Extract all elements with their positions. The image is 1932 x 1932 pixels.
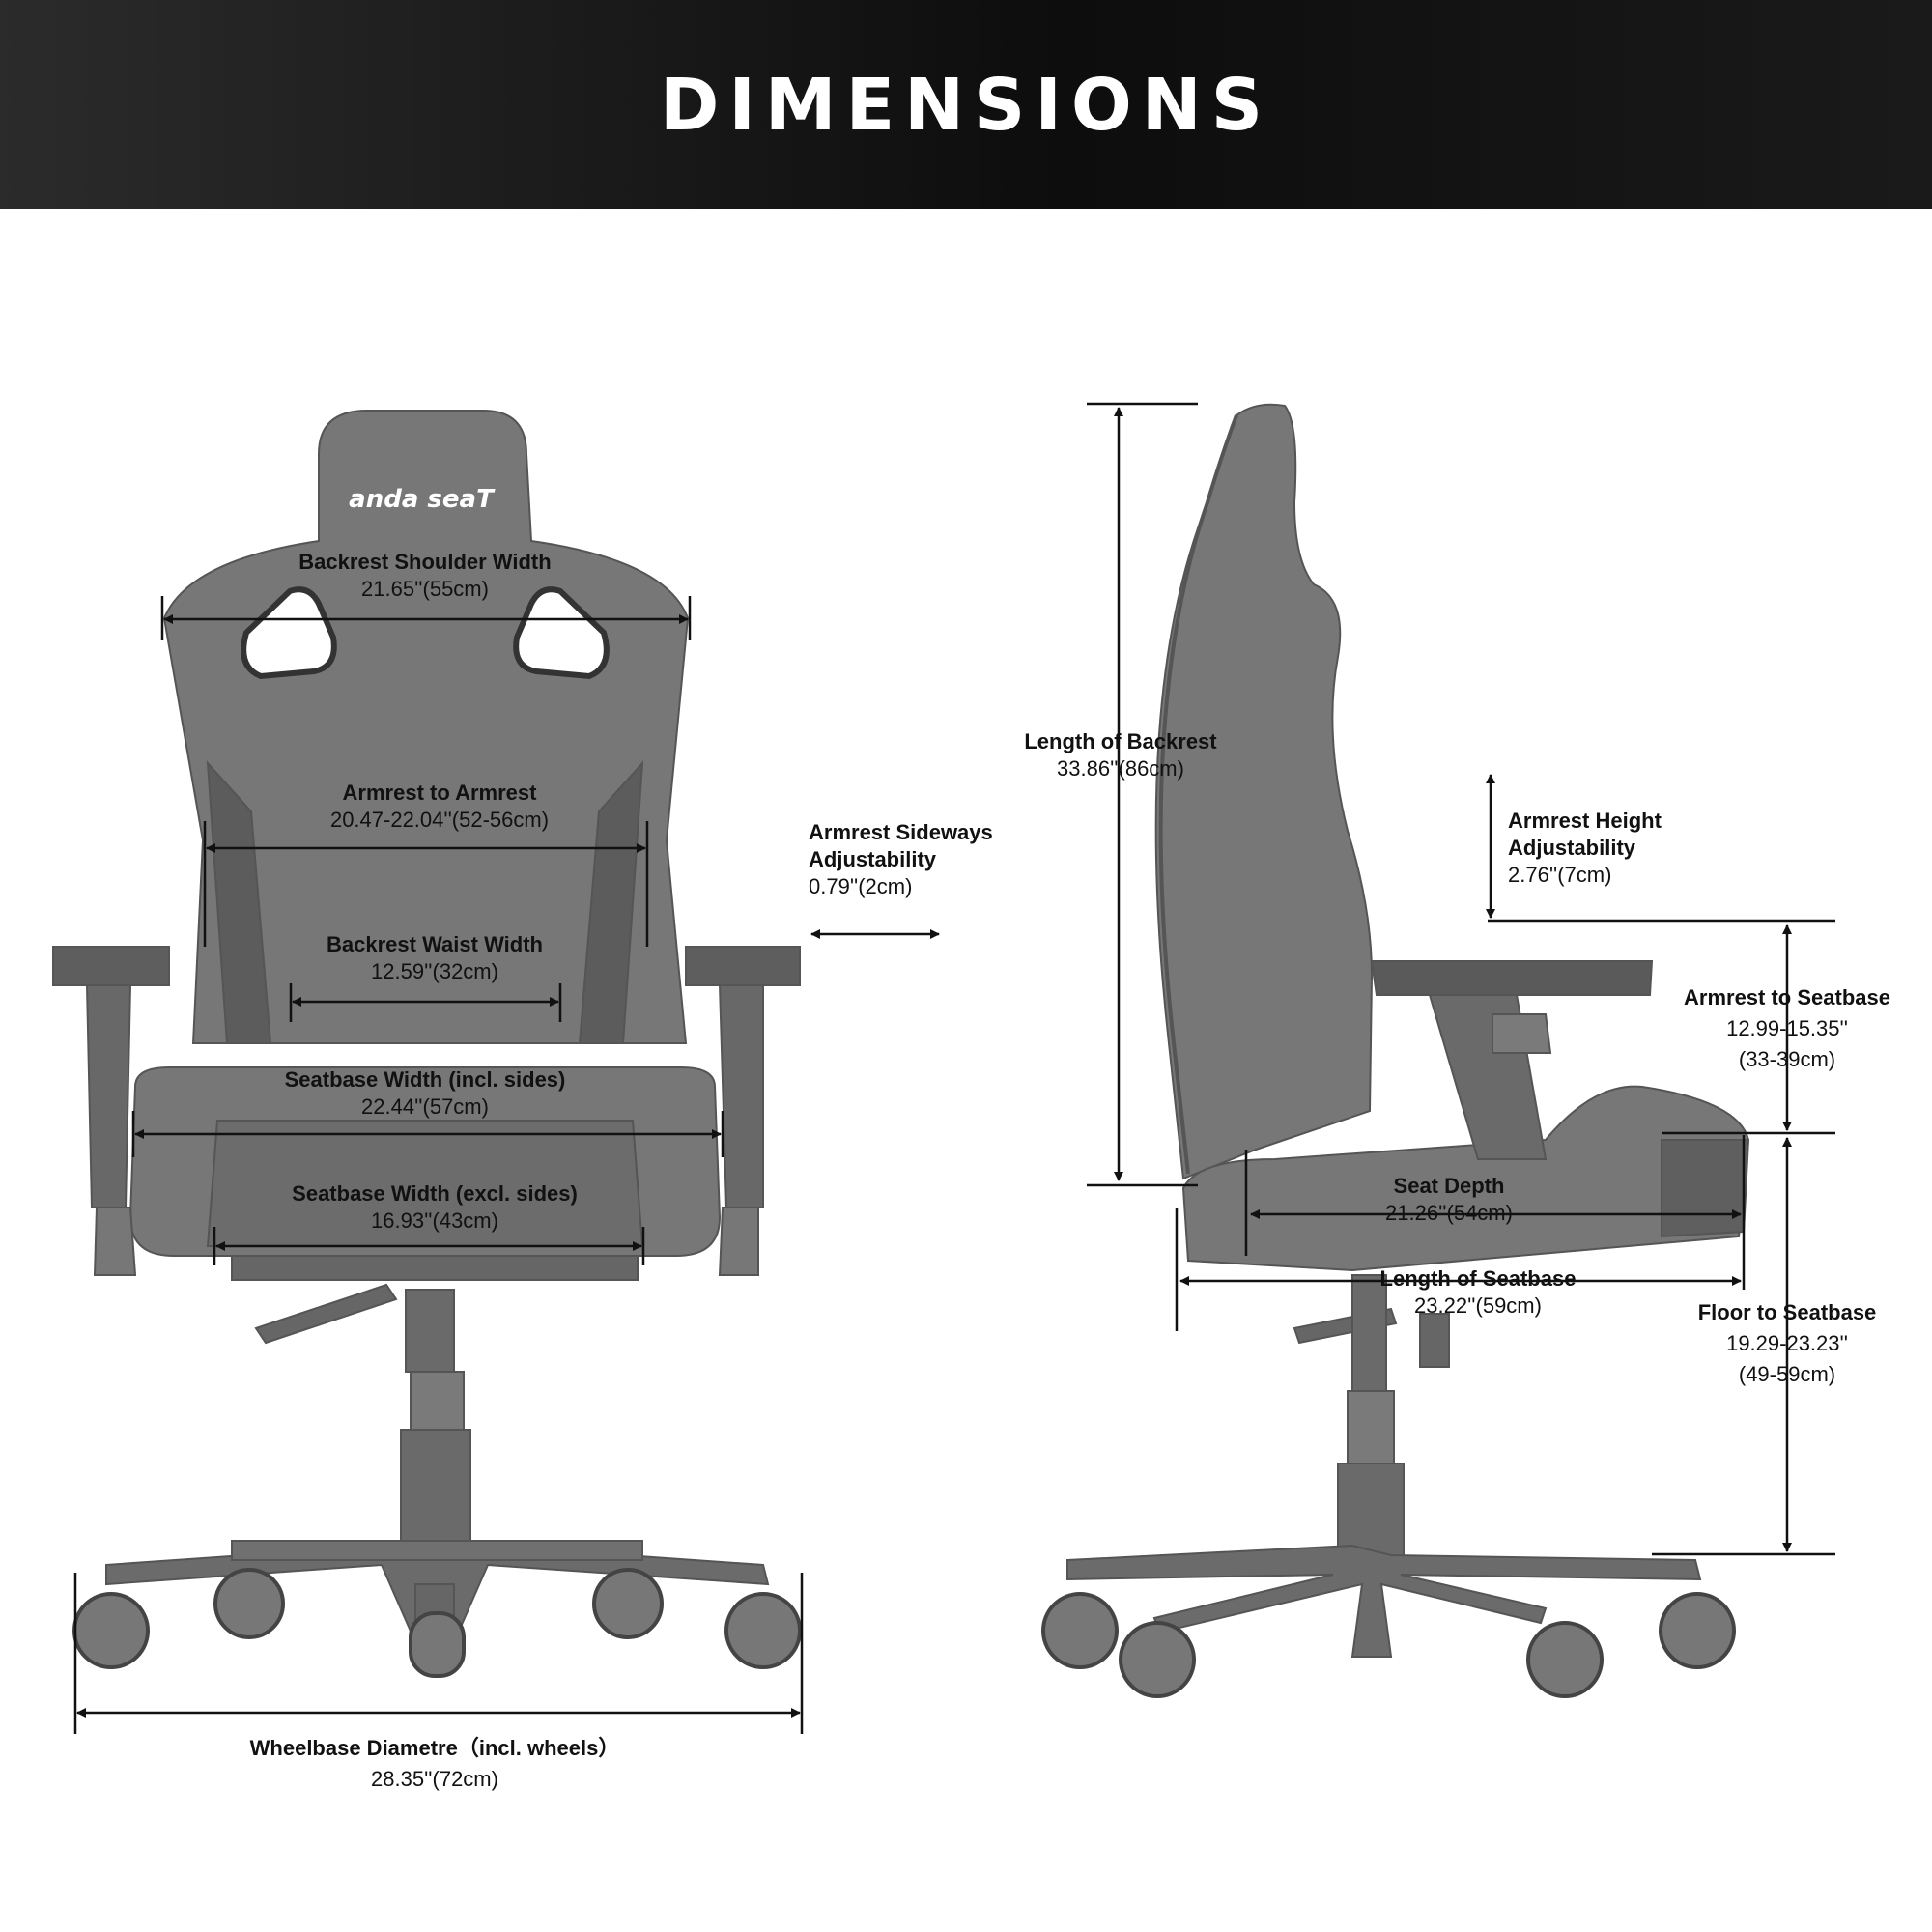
front-shoulder-hole-right [513,586,610,680]
front-shoulder-hole-left [241,586,337,680]
label-seatbase-incl: Seatbase Width (incl. sides) 22.44''(57c… [284,1067,566,1119]
front-bolster-right [578,760,644,1044]
page-title: DIMENSIONS [659,64,1273,147]
label-armrest-to-seatbase: Armrest to Seatbase 12.99-15.35'' (33-39… [1684,985,1890,1071]
label-seat-depth: Seat Depth 21.26''(54cm) [1385,1174,1513,1225]
side-seat-bolster [1661,1139,1750,1238]
front-armrest-right-post [718,984,764,1208]
label-floor-to-seatbase: Floor to Seatbase 19.29-23.23'' (49-59cm… [1697,1300,1877,1386]
front-armrest-left-foot [93,1207,137,1276]
front-gas-lift-top [405,1289,455,1373]
label-armrest-sideways: Armrest Sideways Adjustability 0.79''(2c… [809,820,993,898]
side-wheel-3 [1526,1621,1604,1698]
label-wheelbase: Wheelbase Diametre（incl. wheels） 28.35''… [249,1736,620,1791]
front-armrest-right-pad [685,946,801,986]
front-wheel-3 [592,1568,664,1639]
front-tilt-lever [254,1283,398,1345]
label-armrest-to-armrest: Armrest to Armrest 20.47-22.04''(52-56cm… [329,781,550,832]
side-base-star [1066,1544,1702,1658]
front-seat-bottom-plate [231,1255,639,1281]
side-backrest-edge [1158,414,1238,1175]
front-wheel-4 [724,1592,802,1669]
label-backrest-shoulder: Backrest Shoulder Width 21.65''(55cm) [298,550,552,601]
front-wheel-5 [409,1611,466,1678]
side-wheel-1 [1041,1592,1119,1669]
brand-logo: anda seaT [349,485,496,514]
side-gas-lift-cover [1337,1463,1405,1561]
label-armrest-height: Armrest Height Adjustability 2.76''(7cm) [1508,809,1662,887]
side-chair [1041,403,1750,1698]
front-wheel-2 [213,1568,285,1639]
label-seatbase-length: Length of Seatbase 23.22''(59cm) [1379,1266,1577,1318]
front-armrest-left-post [85,984,132,1208]
side-wheel-2 [1119,1621,1196,1698]
side-armrest-pad [1370,960,1654,996]
header-banner: DIMENSIONS [0,0,1932,209]
side-armrest-bracket [1492,1013,1552,1054]
side-gas-lift [1347,1390,1395,1469]
label-backrest-length: Length of Backrest 33.86''(86cm) [1024,729,1217,781]
front-wheel-1 [72,1592,150,1669]
label-seatbase-excl: Seatbase Width (excl. sides) 16.93''(43c… [292,1181,578,1233]
side-seat-cushion [1181,1085,1750,1272]
front-backrest [162,410,690,1044]
side-knob [1419,1313,1450,1368]
front-bolster-left [206,760,272,1044]
side-backrest [1154,403,1374,1180]
front-armrest-left-pad [52,946,170,986]
front-gas-lift [410,1371,465,1435]
side-gas-lift-top [1351,1274,1387,1392]
front-armrest-right-foot [718,1207,759,1276]
side-wheel-4 [1659,1592,1736,1669]
label-backrest-waist: Backrest Waist Width 12.59''(32cm) [327,932,543,983]
front-base-hub [231,1540,643,1561]
